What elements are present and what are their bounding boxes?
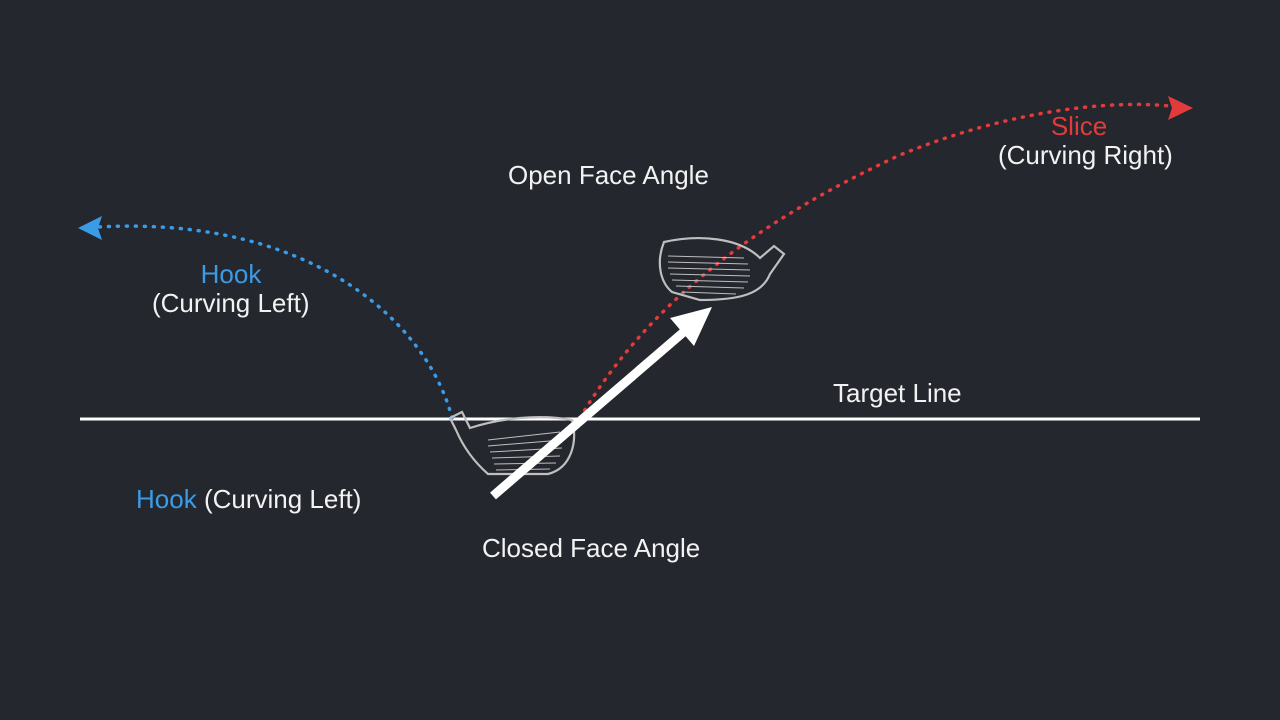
slice-arrowhead-icon <box>1168 96 1193 120</box>
hook-top-title: Hook <box>200 259 262 289</box>
slice-title: Slice <box>1050 111 1108 141</box>
swing-arrow-icon <box>490 307 712 500</box>
hook-bottom-label: Hook (Curving Left) <box>136 484 361 514</box>
hook-bottom-subtitle: (Curving Left) <box>203 484 362 514</box>
hook-arrowhead-icon <box>78 216 102 240</box>
club-open-icon <box>658 237 786 302</box>
closed-face-label: Closed Face Angle <box>482 533 701 563</box>
slice-subtitle: (Curving Right) <box>998 140 1173 170</box>
target-line-label: Target Line <box>833 378 962 408</box>
hook-bottom-title: Hook <box>136 484 197 514</box>
slice-trajectory <box>578 102 1172 420</box>
hook-trajectory <box>96 224 454 420</box>
open-face-label: Open Face Angle <box>508 160 709 190</box>
hook-top-subtitle: (Curving Left) <box>152 288 310 318</box>
